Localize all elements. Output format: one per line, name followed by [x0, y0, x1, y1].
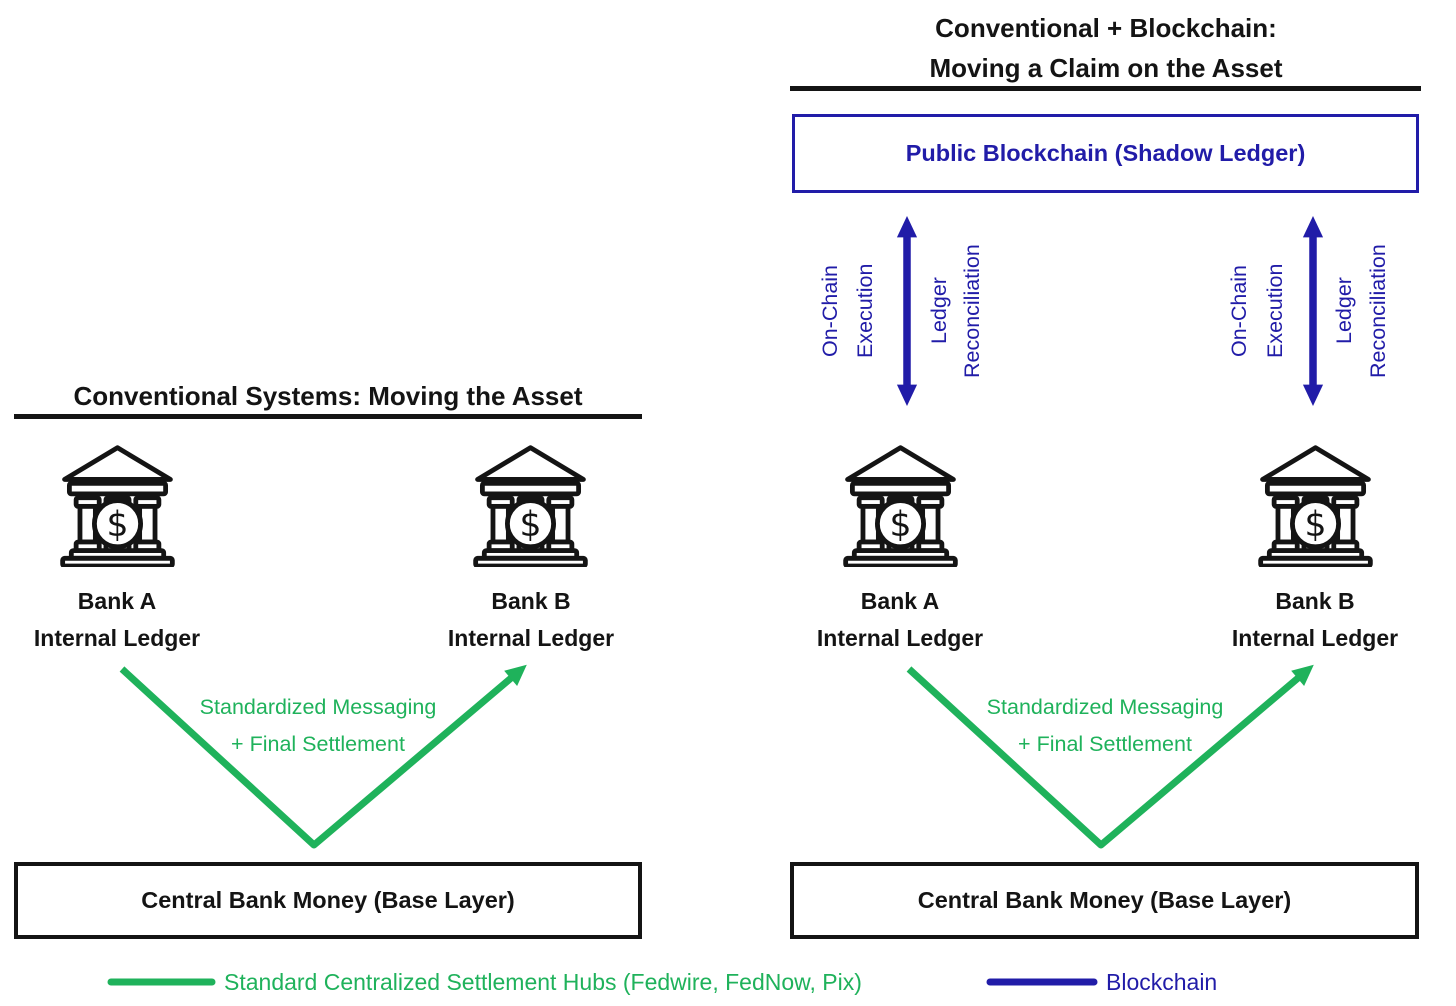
bank-icon: $	[60, 445, 175, 567]
left-settlement-label: Standardized Messaging + Final Settlemen…	[153, 689, 483, 763]
bank-name: Bank A	[860, 588, 940, 614]
right-title-underline	[790, 86, 1421, 91]
right-title-line2: Moving a Claim on the Asset	[929, 53, 1283, 83]
ledger-label: Ledger	[927, 277, 951, 345]
right-bank-a-label: Bank A Internal Ledger	[780, 583, 1020, 657]
settlement-line2: + Final Settlement	[231, 732, 405, 756]
left-central-bank-money-box: Central Bank Money (Base Layer)	[14, 862, 642, 939]
reconciliation-label: Reconciliation	[960, 244, 984, 378]
legend-blockchain-label: Blockchain	[1106, 969, 1218, 995]
settlement-line2: + Final Settlement	[1018, 732, 1192, 756]
bank-sub: Internal Ledger	[816, 625, 984, 651]
dollar-sign-icon: $	[889, 505, 911, 545]
bank-name: Bank B	[491, 588, 571, 614]
base-layer-label: Central Bank Money (Base Layer)	[141, 887, 515, 913]
bank-icon: $	[843, 445, 958, 567]
bank-sub: Internal Ledger	[1231, 625, 1399, 651]
dollar-sign-icon: $	[519, 505, 541, 545]
dollar-sign-icon: $	[106, 505, 128, 545]
left-bank-b-label: Bank B Internal Ledger	[411, 583, 651, 657]
bank-sub: Internal Ledger	[33, 625, 201, 651]
on-chain-label: On-Chain	[818, 265, 842, 358]
dollar-sign-icon: $	[1304, 505, 1326, 545]
settlement-line1: Standardized Messaging	[986, 695, 1224, 719]
execution-label: Execution	[1263, 263, 1287, 359]
reconciliation-label: Reconciliation	[1366, 244, 1390, 378]
bank-icon: $	[473, 445, 588, 567]
right-settlement-label: Standardized Messaging + Final Settlemen…	[940, 689, 1270, 763]
bank-sub: Internal Ledger	[447, 625, 615, 651]
left-panel-title: Conventional Systems: Moving the Asset	[73, 381, 583, 411]
right-bank-b-label: Bank B Internal Ledger	[1195, 583, 1435, 657]
right-title-line1: Conventional + Blockchain:	[935, 13, 1277, 43]
bank-name: Bank B	[1275, 588, 1355, 614]
left-title-underline	[14, 414, 642, 419]
base-layer-label: Central Bank Money (Base Layer)	[917, 887, 1292, 913]
left-bank-a-label: Bank A Internal Ledger	[0, 583, 237, 657]
legend-settlement-hubs-label: Standard Centralized Settlement Hubs (Fe…	[224, 969, 862, 995]
ledger-label: Ledger	[1332, 277, 1356, 345]
right-panel-title: Conventional + Blockchain: Moving a Clai…	[790, 8, 1422, 88]
public-blockchain-box: Public Blockchain (Shadow Ledger)	[792, 114, 1419, 193]
right-central-bank-money-box: Central Bank Money (Base Layer)	[790, 862, 1419, 939]
bank-icon: $	[1258, 445, 1373, 567]
bank-name: Bank A	[77, 588, 157, 614]
settlement-line1: Standardized Messaging	[199, 695, 437, 719]
execution-label: Execution	[853, 263, 877, 359]
blockchain-box-label: Public Blockchain (Shadow Ledger)	[905, 140, 1306, 166]
on-chain-label: On-Chain	[1227, 265, 1251, 358]
